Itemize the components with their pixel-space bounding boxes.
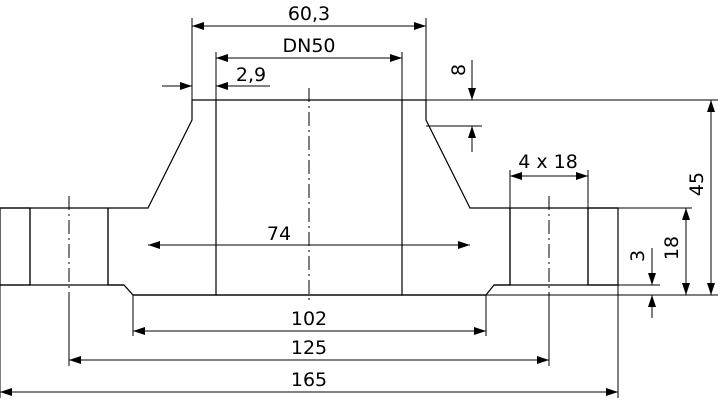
dim-wall-thickness: 2,9 bbox=[236, 64, 266, 86]
dim-bolt-holes: 4 x 18 bbox=[518, 151, 578, 173]
dim-flange-outer-diameter: 165 bbox=[291, 369, 327, 391]
center-lines bbox=[68, 88, 550, 300]
dim-hub-base-diameter: 74 bbox=[267, 223, 291, 245]
dim-raised-face-height: 3 bbox=[627, 250, 649, 262]
dimension-labels: 60,3 DN50 2,9 8 74 4 x 18 45 18 3 102 12… bbox=[236, 3, 708, 391]
dim-nominal-size: DN50 bbox=[282, 35, 335, 57]
dim-bolt-circle-diameter: 125 bbox=[291, 337, 327, 359]
dim-raised-face-diameter: 102 bbox=[291, 308, 327, 330]
dim-hub-outer-diameter: 60,3 bbox=[288, 3, 330, 25]
dimension-lines bbox=[0, 22, 715, 396]
dim-hub-lip-height: 8 bbox=[448, 64, 470, 76]
extension-lines bbox=[0, 18, 718, 398]
dim-total-height: 45 bbox=[686, 172, 708, 196]
dim-flange-thickness: 18 bbox=[661, 236, 683, 260]
